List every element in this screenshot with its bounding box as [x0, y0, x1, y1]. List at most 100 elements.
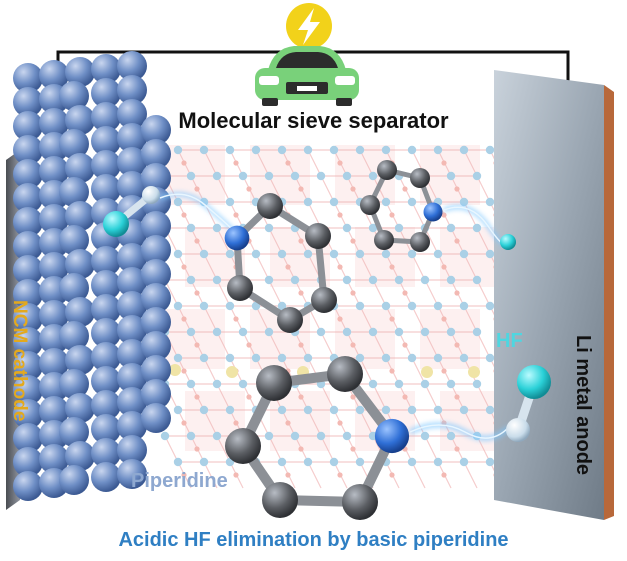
cathode-particle: [13, 351, 43, 381]
cathode-particle: [141, 139, 171, 169]
nitrogen-atom: [374, 418, 410, 454]
framework-node: [485, 249, 495, 259]
framework-node: [459, 405, 469, 415]
framework-node: [212, 171, 222, 181]
cathode-particle: [141, 331, 171, 361]
carbon-atom: [374, 230, 394, 250]
framework-node: [290, 275, 300, 285]
framework-node: [368, 171, 378, 181]
framework-node: [459, 145, 469, 155]
framework-node: [368, 275, 378, 285]
framework-node: [446, 171, 456, 181]
anode-label: Li metal anode: [572, 335, 594, 476]
carbon-atom: [410, 232, 430, 252]
cathode-particle: [91, 102, 121, 132]
cathode-particle: [39, 156, 69, 186]
framework-node: [225, 405, 235, 415]
hydrogen-atom: [506, 418, 530, 442]
framework-node: [160, 431, 170, 441]
framework-oxygen: [389, 264, 395, 270]
framework-oxygen: [285, 472, 291, 478]
cathode-particle: [65, 393, 95, 423]
framework-node: [459, 301, 469, 311]
carbon-atom: [256, 365, 292, 401]
framework-node: [264, 223, 274, 233]
framework-node: [303, 405, 313, 415]
framework-oxygen: [181, 316, 187, 322]
framework-node: [485, 457, 495, 467]
framework-node: [433, 405, 443, 415]
cathode-particle: [117, 75, 147, 105]
framework-node: [407, 197, 417, 207]
framework-node: [368, 223, 378, 233]
cathode-particle: [13, 255, 43, 285]
cathode-particle: [91, 126, 121, 156]
cathode-particle: [141, 259, 171, 289]
framework-oxygen: [402, 394, 408, 400]
framework-node: [199, 301, 209, 311]
framework-oxygen: [441, 160, 447, 166]
framework-oxygen: [194, 394, 200, 400]
framework-oxygen: [194, 290, 200, 296]
cathode-particles: [13, 51, 171, 501]
framework-oxygen: [181, 368, 187, 374]
cathode-particle: [65, 441, 95, 471]
framework-oxygen: [350, 446, 356, 452]
framework-oxygen: [350, 238, 356, 244]
framework-oxygen: [454, 290, 460, 296]
framework-oxygen: [389, 212, 395, 218]
cathode-particle: [117, 411, 147, 441]
framework-node: [290, 431, 300, 441]
framework-oxygen: [441, 316, 447, 322]
framework-oxygen: [337, 472, 343, 478]
framework-oxygen: [181, 472, 187, 478]
cathode-particle: [13, 303, 43, 333]
cathode-particle: [59, 465, 89, 495]
cathode-particle: [91, 462, 121, 492]
framework-cation: [226, 366, 238, 378]
framework-node: [212, 327, 222, 337]
cathode-particle: [141, 235, 171, 265]
cathode-particle: [59, 81, 89, 111]
framework-node: [264, 275, 274, 285]
framework-node: [199, 353, 209, 363]
cathode-particle: [13, 159, 43, 189]
piperidine-molecule-2: [360, 160, 443, 252]
framework-node: [342, 223, 352, 233]
carbon-atom: [342, 484, 378, 520]
framework-oxygen: [350, 290, 356, 296]
framework-oxygen: [194, 446, 200, 452]
framework-node: [433, 353, 443, 363]
cathode-particle: [141, 403, 171, 433]
hf-molecule-right: [500, 234, 516, 250]
cathode-particle: [59, 273, 89, 303]
framework-node: [329, 249, 339, 259]
framework-node: [212, 431, 222, 441]
framework-node: [446, 275, 456, 285]
framework-node: [485, 197, 495, 207]
cathode-particle: [141, 355, 171, 385]
framework-oxygen: [246, 394, 252, 400]
framework-node: [394, 223, 404, 233]
framework-node: [407, 145, 417, 155]
cathode-particle: [141, 307, 171, 337]
cathode-particle: [13, 63, 43, 93]
framework-node: [199, 457, 209, 467]
framework-node: [251, 353, 261, 363]
framework-node: [238, 171, 248, 181]
cathode-particle: [39, 444, 69, 474]
piperidine-molecule-1: [224, 193, 337, 333]
cathode-particle: [117, 363, 147, 393]
cathode-label-wrap: NCM cathode: [6, 300, 32, 510]
cathode-particle: [141, 211, 171, 241]
cathode-particle: [91, 150, 121, 180]
framework-node: [433, 301, 443, 311]
cathode-particle: [91, 54, 121, 84]
framework-node: [472, 275, 482, 285]
framework-node: [394, 275, 404, 285]
framework-node: [277, 353, 287, 363]
framework-oxygen: [233, 420, 239, 426]
piperidine-label: Piperidine: [131, 470, 228, 492]
cathode-particle: [91, 438, 121, 468]
cathode-particle: [13, 447, 43, 477]
